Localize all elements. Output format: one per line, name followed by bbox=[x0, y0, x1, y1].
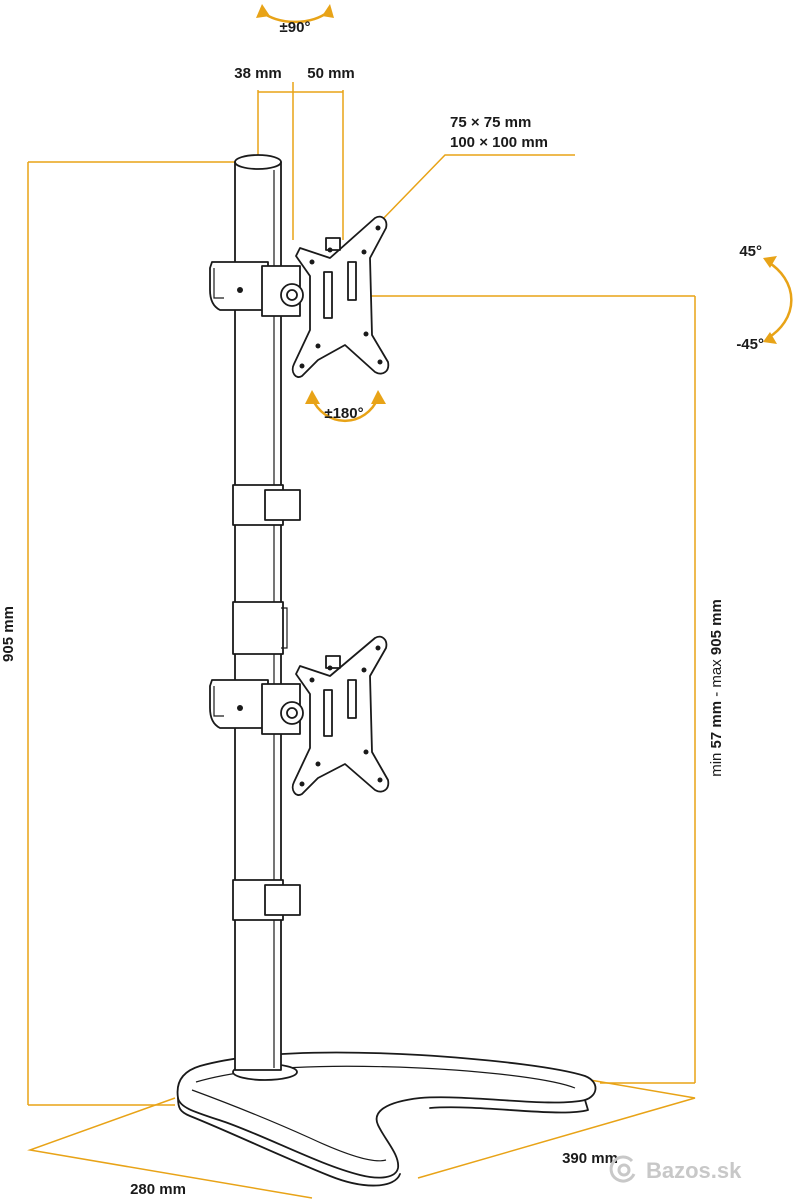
base-top-surface bbox=[176, 1051, 597, 1179]
lower-vesa-hole bbox=[375, 645, 381, 651]
lower-vesa-hole bbox=[377, 777, 383, 783]
watermark-text: Bazos.sk bbox=[646, 1158, 742, 1183]
base-depth-line bbox=[27, 1097, 313, 1199]
base-right-edge bbox=[429, 1099, 589, 1114]
lower-vesa-slot-right bbox=[347, 679, 357, 719]
upper-clamp-screw bbox=[237, 287, 243, 293]
lower-vesa-hole bbox=[363, 749, 369, 755]
upper-vesa-hole bbox=[309, 259, 315, 265]
curved-double-arrow-icon bbox=[767, 260, 793, 340]
upper-vesa-hole bbox=[363, 331, 369, 337]
stand-base bbox=[176, 1051, 597, 1187]
vesa-large-label: 100 × 100 mm bbox=[450, 134, 548, 151]
lower-pivot-bolt bbox=[286, 707, 298, 719]
height-range-min: 57 mm bbox=[708, 701, 725, 749]
tilt-up-label: 45° bbox=[739, 243, 762, 260]
height-range-max: 905 mm bbox=[708, 599, 725, 655]
lower-vesa-hole bbox=[299, 781, 305, 787]
upper-vesa-hole bbox=[377, 359, 383, 365]
upper-clamp-body bbox=[209, 261, 269, 311]
base-depth-label: 280 mm bbox=[130, 1181, 186, 1198]
upper-vesa-slot-left bbox=[323, 271, 333, 319]
base-width-label: 390 mm bbox=[562, 1150, 618, 1167]
vesa-leader-line bbox=[379, 154, 575, 223]
upper-vesa-hole bbox=[315, 343, 321, 349]
at-sign-logo-icon bbox=[609, 1155, 636, 1183]
lower-vesa-slot-left bbox=[323, 689, 333, 737]
lower-vesa-hole bbox=[315, 761, 321, 767]
pole-joint-screw bbox=[281, 607, 288, 649]
watermark: Bazos.sk bbox=[609, 1155, 742, 1183]
cable-clip-upper bbox=[264, 489, 301, 521]
curved-double-arrow-icon bbox=[310, 397, 380, 423]
pole-top-cap bbox=[234, 154, 282, 170]
total-height-label: 905 mm bbox=[0, 606, 17, 662]
lower-monitor-mount bbox=[209, 635, 390, 796]
pole-joint-collar bbox=[232, 601, 284, 655]
dimension-lines bbox=[27, 82, 696, 1199]
upper-pivot-bolt bbox=[286, 289, 298, 301]
upper-monitor-mount bbox=[209, 215, 390, 378]
base-width-line bbox=[417, 1079, 696, 1179]
upper-vesa-hole bbox=[361, 249, 367, 255]
cable-clip-lower bbox=[264, 884, 301, 916]
vesa-small-label: 75 × 75 mm bbox=[450, 114, 531, 131]
lower-vesa-lock-knob bbox=[325, 655, 341, 669]
lower-vesa-plate bbox=[291, 635, 390, 796]
swivel-label: ±90° bbox=[280, 19, 311, 36]
pole-diameter-label: 38 mm bbox=[234, 65, 282, 82]
height-range-label: min 57 mm - max 905 mm bbox=[708, 599, 725, 777]
upper-vesa-hole bbox=[327, 247, 333, 253]
lower-vesa-hole bbox=[327, 665, 333, 671]
upper-vesa-hole bbox=[299, 363, 305, 369]
upper-vesa-lock-knob bbox=[325, 237, 341, 251]
base-inner-contour-front bbox=[191, 1089, 387, 1162]
lower-clamp-body bbox=[209, 679, 269, 729]
height-range-separator: - max bbox=[708, 655, 725, 701]
lower-vesa-hole bbox=[309, 677, 315, 683]
lower-clamp-screw bbox=[237, 705, 243, 711]
rotation-arrow-tilt bbox=[763, 256, 793, 344]
rotation-arrow-swivel bbox=[256, 4, 334, 24]
upper-vesa-hole bbox=[375, 225, 381, 231]
tilt-down-label: -45° bbox=[736, 336, 764, 353]
rotation-arrow-rotation bbox=[305, 390, 386, 423]
rotation-label: ±180° bbox=[324, 405, 363, 422]
lower-vesa-hole bbox=[361, 667, 367, 673]
base-front-edge bbox=[177, 1097, 401, 1187]
upper-vesa-slot-right bbox=[347, 261, 357, 301]
lower-clamp-lip bbox=[213, 686, 224, 717]
height-range-prefix: min bbox=[708, 748, 725, 776]
offset-label: 50 mm bbox=[307, 65, 355, 82]
upper-vesa-plate bbox=[291, 215, 390, 378]
upper-clamp-lip bbox=[213, 268, 224, 299]
